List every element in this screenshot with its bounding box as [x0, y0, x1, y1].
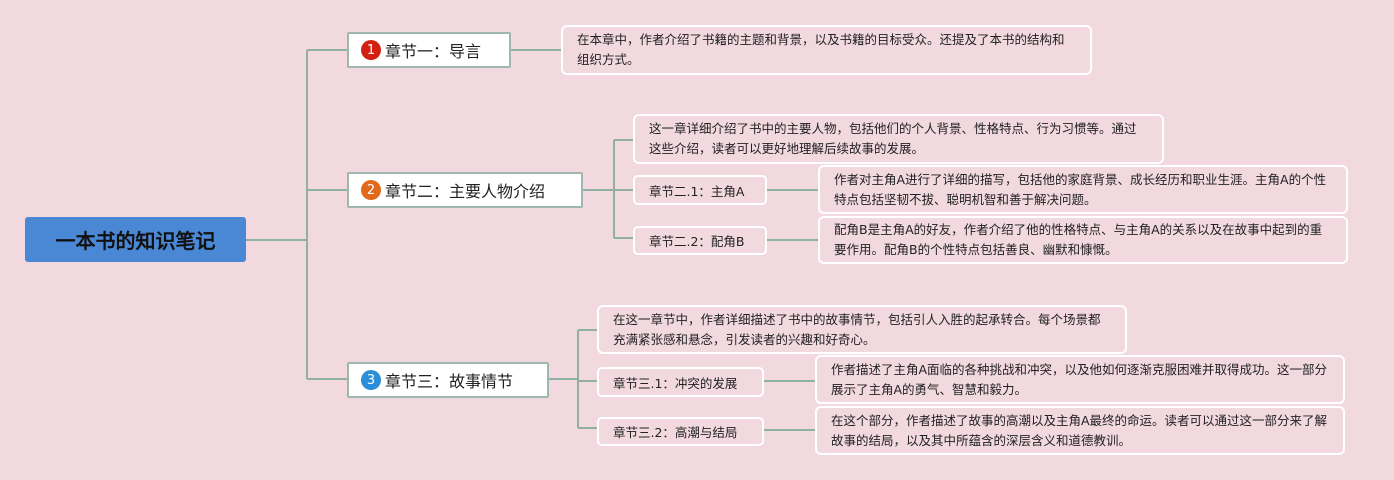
priority-2-icon: 2 — [361, 180, 381, 200]
chapter-title: 章节二：主要人物介绍 — [385, 182, 546, 201]
subtopic-2-2[interactable]: 章节二.2：配角B — [633, 226, 767, 255]
subtopic-3-2-note[interactable]: 在这个部分，作者描述了故事的高潮以及主角A最终的命运。读者可以通过这一部分来了解… — [815, 406, 1345, 455]
chapter-3-note[interactable]: 在这一章节中，作者详细描述了书中的故事情节，包括引人入胜的起承转合。每个场景都充… — [597, 305, 1127, 354]
priority-3-icon: 3 — [361, 370, 381, 390]
chapter-title: 章节一：导言 — [385, 42, 482, 61]
chapter-1-note[interactable]: 在本章中，作者介绍了书籍的主题和背景，以及书籍的目标受众。还提及了本书的结构和组… — [561, 25, 1092, 75]
root-topic[interactable]: 一本书的知识笔记 — [25, 217, 246, 262]
subtopic-2-2-note[interactable]: 配角B是主角A的好友，作者介绍了他的性格特点、与主角A的关系以及在故事中起到的重… — [818, 216, 1348, 264]
subtopic-2-1-note[interactable]: 作者对主角A进行了详细的描写，包括他的家庭背景、成长经历和职业生涯。主角A的个性… — [818, 165, 1348, 214]
chapter-title: 章节三：故事情节 — [385, 372, 514, 391]
subtopic-2-1[interactable]: 章节二.1：主角A — [633, 175, 767, 205]
priority-1-icon: 1 — [361, 40, 381, 60]
subtopic-3-1-note[interactable]: 作者描述了主角A面临的各种挑战和冲突，以及他如何逐渐克服困难并取得成功。这一部分… — [815, 355, 1345, 404]
subtopic-3-1[interactable]: 章节三.1：冲突的发展 — [597, 367, 764, 397]
subtopic-3-2[interactable]: 章节三.2：高潮与结局 — [597, 417, 764, 446]
chapter-2-note[interactable]: 这一章详细介绍了书中的主要人物，包括他们的个人背景、性格特点、行为习惯等。通过这… — [633, 114, 1164, 164]
